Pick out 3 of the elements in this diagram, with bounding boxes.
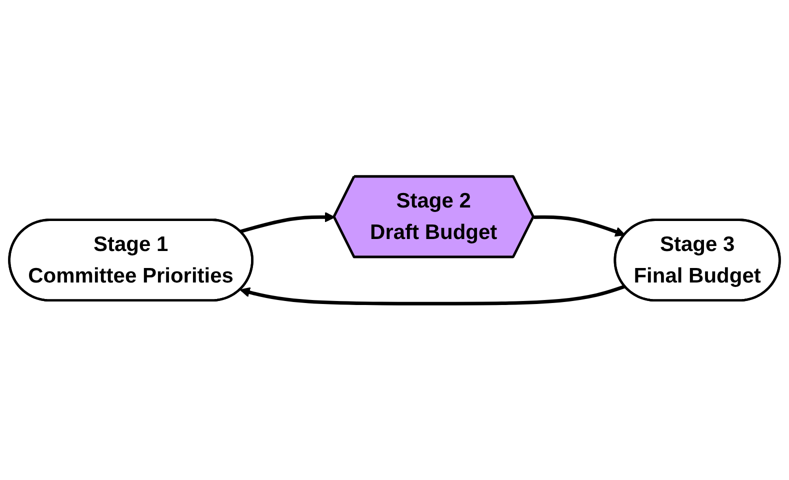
arrow <box>240 212 335 234</box>
arrow <box>534 215 626 237</box>
arrow <box>240 284 626 306</box>
